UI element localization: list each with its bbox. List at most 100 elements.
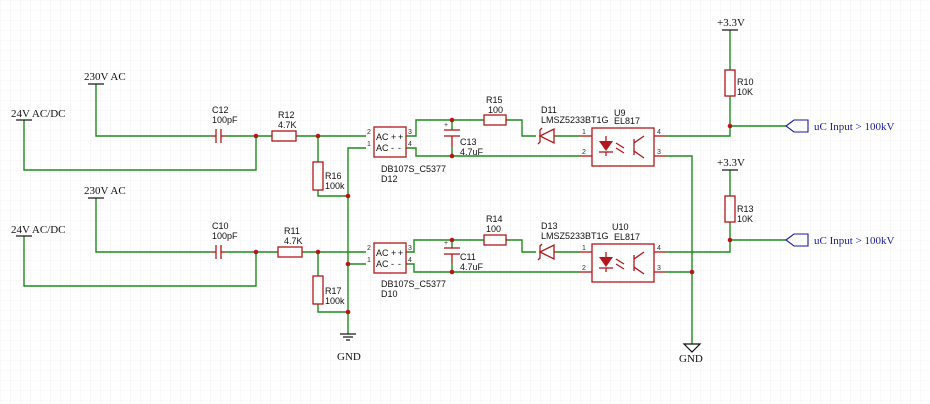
resistor-r10: R10 10K <box>724 69 754 97</box>
pin-label: 2 <box>582 265 586 272</box>
zener-diode-d11: D11 LMSZ5233BT1G <box>537 105 609 145</box>
r12-ref: R12 <box>278 110 295 120</box>
ground-symbol-left: GND <box>337 333 361 363</box>
junction-dot <box>689 269 695 275</box>
resistor-r12: R12 4.7K <box>271 110 297 142</box>
r14-value: 100 <box>486 224 501 234</box>
pin-label: 3 <box>408 129 412 136</box>
wire <box>317 190 348 197</box>
u9-value: EL817 <box>614 116 640 126</box>
resistor-r17: R17 100k <box>312 275 345 306</box>
junction-dot <box>449 153 455 159</box>
resistor-r13: R13 10K <box>724 195 754 224</box>
port-uc-input-bottom: uC Input > 100kV <box>785 233 895 247</box>
junction-dot <box>449 117 455 123</box>
r15-ref: R15 <box>486 95 503 105</box>
r11-value: 4.7K <box>284 236 303 246</box>
pin-label: 2 <box>582 149 586 156</box>
wire <box>506 119 536 137</box>
u10-value: EL817 <box>614 232 640 242</box>
net-24v-bottom: 24V AC/DC <box>11 224 66 236</box>
junction-dot <box>315 249 321 255</box>
d10-value: DB107S_C5377 <box>381 279 446 289</box>
r16-value: 100k <box>325 181 345 191</box>
junction-dot <box>727 237 733 243</box>
gnd-left-label: GND <box>337 351 361 363</box>
bridge-minus-label: - <box>398 143 401 153</box>
wire <box>23 236 257 287</box>
junction-dot <box>253 249 259 255</box>
bridge-rectifier-d10: 2 1 3 4 AC + AC - + - DB107S_C5377 D10 <box>367 242 446 299</box>
junction-dot <box>345 261 351 267</box>
junction-dot <box>727 123 733 129</box>
ground-symbol-right: GND <box>679 343 703 365</box>
junction-dot <box>315 133 321 139</box>
r17-ref: R17 <box>325 286 342 296</box>
d12-value: DB107S_C5377 <box>381 164 446 174</box>
r11-ref: R11 <box>284 226 300 236</box>
port-bottom-label: uC Input > 100kV <box>814 235 895 247</box>
bridge-ac-minus-label: AC - <box>376 143 394 153</box>
r10-ref: R10 <box>737 77 754 87</box>
pin-label: 1 <box>582 129 586 136</box>
r10-value: 10K <box>737 87 753 97</box>
wire <box>406 239 484 253</box>
bridge-minus-label: - <box>398 259 401 269</box>
resistor-r11: R11 4.7K <box>277 226 303 258</box>
c12-ref: C12 <box>212 105 229 115</box>
d11-ref: D11 <box>541 105 557 115</box>
optocoupler-u10: 1 2 4 3 U10 EL817 <box>580 222 666 283</box>
vcc-top-label: +3.3V <box>717 17 745 29</box>
wire <box>317 304 348 313</box>
wire <box>666 239 786 253</box>
c10-ref: C10 <box>212 221 229 231</box>
bridge-plus-label: + <box>398 248 403 258</box>
bridge-ac-plus-label: AC + <box>376 132 396 142</box>
net-labels: 230V AC 24V AC/DC 230V AC 24V AC/DC GND … <box>11 17 895 365</box>
channel-top: C12 100pF R12 4.7K R16 100k 2 1 3 4 AC +… <box>23 30 786 344</box>
net-230v-bottom: 230V AC <box>84 185 126 197</box>
junction-dot <box>449 237 455 243</box>
bridge-ac-minus-label: AC - <box>376 259 394 269</box>
bridge-rectifier-d12: 2 1 3 4 AC + AC - + - DB107S_C5377 D12 <box>367 126 446 184</box>
c13-ref: C13 <box>460 137 477 147</box>
wire <box>95 84 212 137</box>
junction-dot <box>345 309 351 315</box>
pin-label: 1 <box>367 141 371 148</box>
d10-ref: D10 <box>381 289 398 299</box>
r17-value: 100k <box>325 296 345 306</box>
d13-value: LMSZ5233BT1G <box>541 231 609 241</box>
u10-ref: U10 <box>612 222 629 232</box>
pin-label: 4 <box>657 245 661 252</box>
pin-label: 4 <box>408 141 412 148</box>
capacitor-c12: C12 100pF <box>212 105 238 143</box>
junction-dot <box>345 193 351 199</box>
wire <box>347 147 366 334</box>
wire <box>666 155 693 344</box>
pin-label: 4 <box>657 129 661 136</box>
wire <box>23 120 257 171</box>
r14-ref: R14 <box>486 214 503 224</box>
pin-label: 1 <box>367 257 371 264</box>
pin-label: 1 <box>582 245 586 252</box>
net-24v-top: 24V AC/DC <box>11 108 66 120</box>
u9-ref: U9 <box>614 108 626 118</box>
junction-dot <box>449 269 455 275</box>
r13-value: 10K <box>737 214 753 224</box>
c11-value: 4.7uF <box>460 262 484 272</box>
d11-value: LMSZ5233BT1G <box>541 115 609 125</box>
wire <box>666 125 786 137</box>
port-top-label: uC Input > 100kV <box>814 121 895 133</box>
bridge-plus-label: + <box>398 132 403 142</box>
r16-ref: R16 <box>325 171 342 181</box>
capacitor-c10: C10 100pF <box>212 221 238 259</box>
c13-value: 4.7uF <box>460 147 484 157</box>
wire <box>406 263 580 273</box>
pin-label: 2 <box>367 129 371 136</box>
pin-label: 3 <box>408 245 412 252</box>
vcc-bottom-label: +3.3V <box>717 157 745 169</box>
zener-diode-d13: D13 LMSZ5233BT1G <box>537 221 609 261</box>
resistor-r16: R16 100k <box>312 161 345 191</box>
